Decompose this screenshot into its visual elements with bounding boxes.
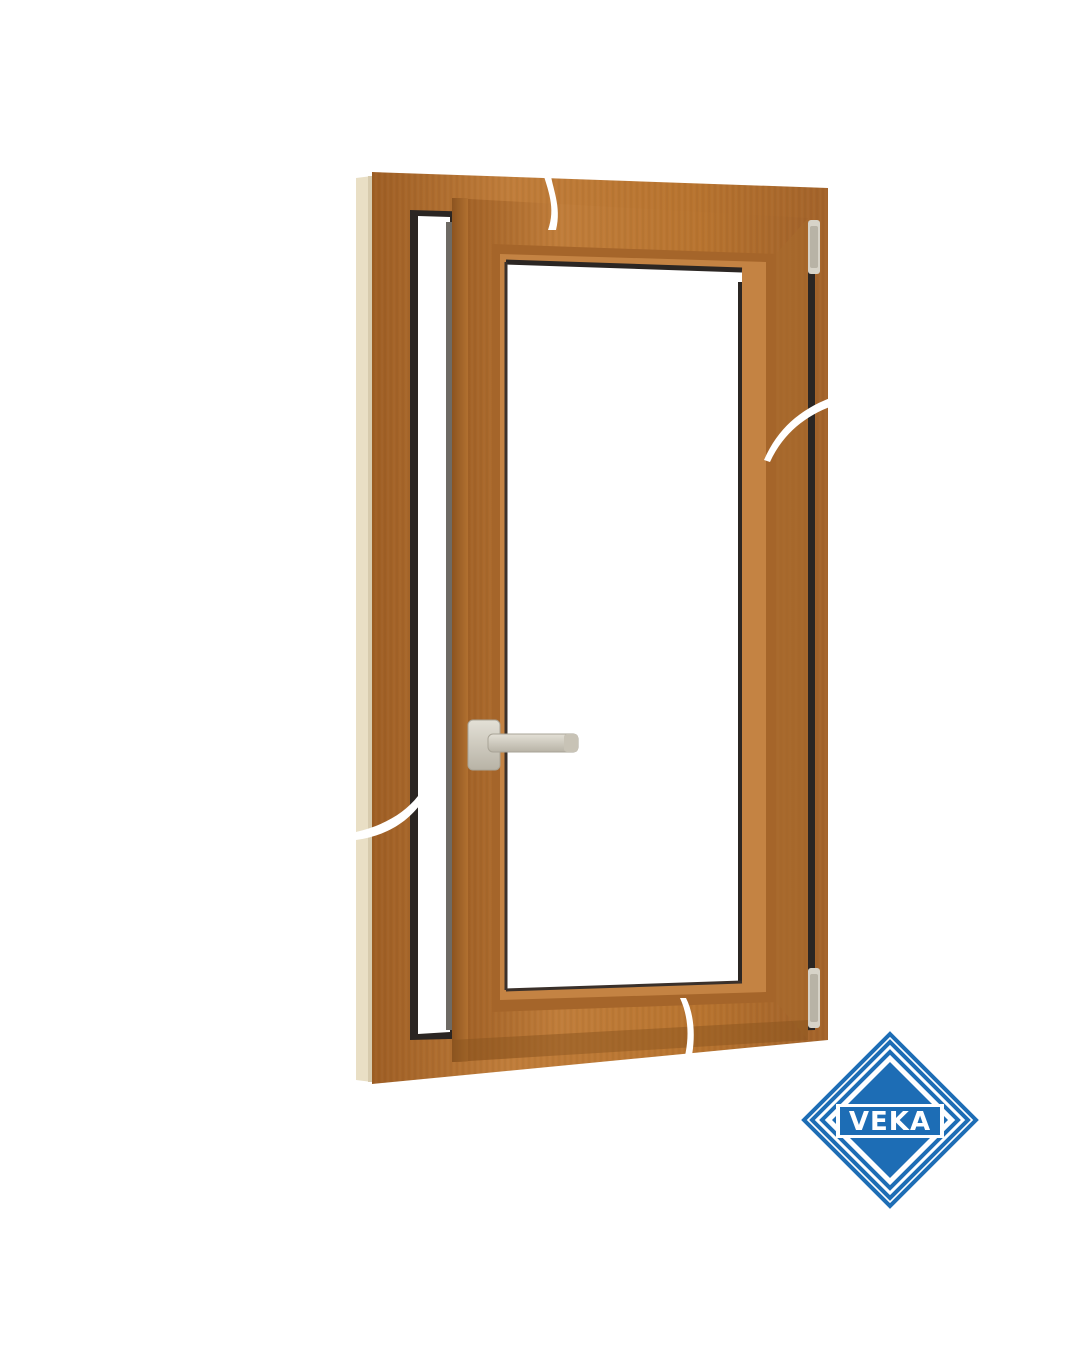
hinge-top xyxy=(808,220,820,274)
section-cut-marks xyxy=(356,170,832,1072)
hinge-bottom xyxy=(808,968,820,1028)
veka-logo: VEKA xyxy=(801,1031,979,1209)
glass-pane xyxy=(506,262,742,990)
window-sash xyxy=(452,198,808,1062)
veka-logo-text: VEKA xyxy=(849,1107,931,1137)
window-handle xyxy=(467,719,579,771)
